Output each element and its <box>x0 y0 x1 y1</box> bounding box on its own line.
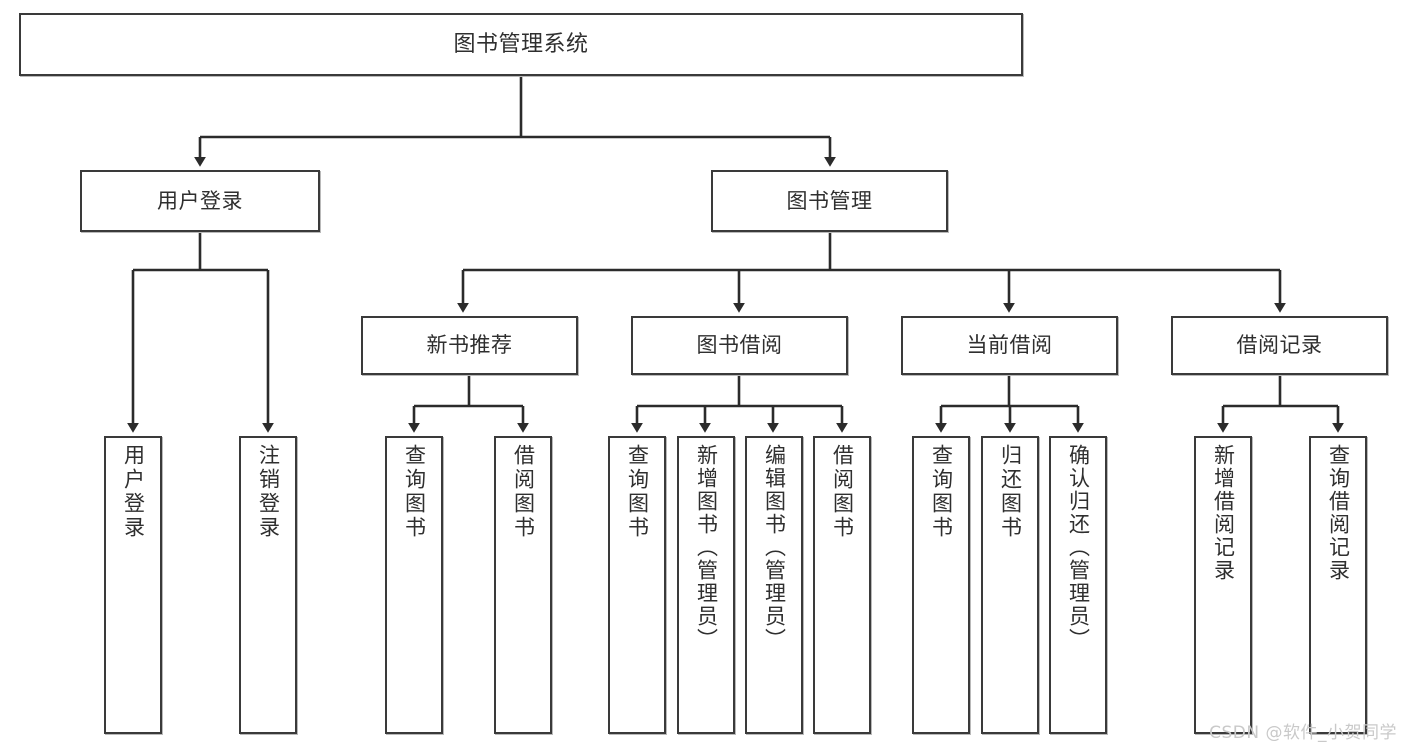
node-leaf-query-book-3-label: 查询图书 <box>929 444 954 540</box>
node-leaf-query-record[interactable]: 查询借阅记录 <box>1309 436 1367 734</box>
node-root-label: 图书管理系统 <box>453 31 589 57</box>
node-leaf-borrow-book-1[interactable]: 借阅图书 <box>494 436 552 734</box>
node-root[interactable]: 图书管理系统 <box>19 13 1023 76</box>
node-leaf-add-book[interactable]: 新增图书（管理员） <box>677 436 735 734</box>
node-leaf-borrow-book-2-label: 借阅图书 <box>830 444 855 540</box>
csdn-watermark: CSDN @软件_小贺同学 <box>1209 723 1397 743</box>
node-current-borrow-label: 当前借阅 <box>966 333 1053 358</box>
node-current-borrow[interactable]: 当前借阅 <box>901 316 1118 375</box>
node-leaf-query-book-2[interactable]: 查询图书 <box>608 436 666 734</box>
node-leaf-add-record-label: 新增借阅记录 <box>1211 444 1236 582</box>
node-borrow-record[interactable]: 借阅记录 <box>1171 316 1388 375</box>
node-leaf-add-record[interactable]: 新增借阅记录 <box>1194 436 1252 734</box>
node-leaf-return-book-label: 归还图书 <box>998 444 1023 540</box>
node-book-manage-label: 图书管理 <box>786 188 873 213</box>
node-leaf-borrow-book-2[interactable]: 借阅图书 <box>813 436 871 734</box>
node-leaf-query-book-3[interactable]: 查询图书 <box>912 436 970 734</box>
node-user-login-label: 用户登录 <box>157 188 243 213</box>
node-leaf-user-login[interactable]: 用户登录 <box>104 436 162 734</box>
node-new-book-rec[interactable]: 新书推荐 <box>361 316 578 375</box>
node-leaf-borrow-book-1-label: 借阅图书 <box>511 444 536 540</box>
node-leaf-edit-book-label: 编辑图书（管理员） <box>762 444 787 651</box>
node-new-book-rec-label: 新书推荐 <box>426 333 513 358</box>
node-leaf-add-book-label: 新增图书（管理员） <box>694 444 719 651</box>
node-leaf-query-book-2-label: 查询图书 <box>625 444 650 540</box>
node-user-login[interactable]: 用户登录 <box>80 170 320 232</box>
node-leaf-logout[interactable]: 注销登录 <box>239 436 297 734</box>
node-leaf-confirm-return[interactable]: 确认归还（管理员） <box>1049 436 1107 734</box>
node-leaf-user-login-label: 用户登录 <box>121 444 146 540</box>
node-leaf-confirm-return-label: 确认归还（管理员） <box>1066 444 1091 651</box>
node-leaf-edit-book[interactable]: 编辑图书（管理员） <box>745 436 803 734</box>
node-leaf-query-book-1-label: 查询图书 <box>402 444 427 540</box>
node-leaf-return-book[interactable]: 归还图书 <box>981 436 1039 734</box>
node-borrow-record-label: 借阅记录 <box>1236 333 1323 358</box>
node-book-borrow[interactable]: 图书借阅 <box>631 316 848 375</box>
node-leaf-query-record-label: 查询借阅记录 <box>1326 444 1351 582</box>
node-book-manage[interactable]: 图书管理 <box>711 170 948 232</box>
node-leaf-logout-label: 注销登录 <box>256 444 281 540</box>
node-book-borrow-label: 图书借阅 <box>696 333 783 358</box>
node-leaf-query-book-1[interactable]: 查询图书 <box>385 436 443 734</box>
